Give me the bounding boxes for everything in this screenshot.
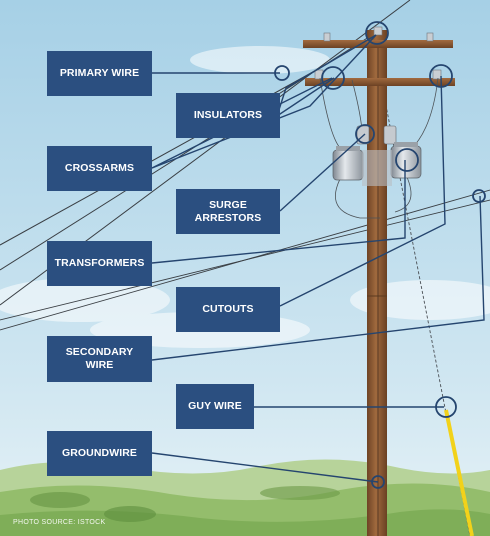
utility-pole <box>367 30 387 536</box>
label-cutouts: CUTOUTS <box>176 287 280 332</box>
label-transformers: TRANSFORMERS <box>47 241 152 286</box>
guy-wire-guard <box>444 409 474 536</box>
insulators <box>314 26 442 80</box>
label-surge-arrestors: SURGE ARRESTORS <box>176 189 280 234</box>
insulator-left-marker <box>321 66 345 90</box>
photo-credit: PHOTO SOURCE: ISTOCK <box>13 519 106 526</box>
insulator-right-marker <box>429 64 453 88</box>
secondary-wire-marker <box>472 189 486 203</box>
guy-wire-marker <box>435 396 457 418</box>
crossarm-top-marker <box>365 21 389 45</box>
label-secondary-wire: SECONDARY WIRE <box>47 336 152 382</box>
leader-lines <box>151 34 485 483</box>
callout-circles <box>274 21 486 489</box>
crossarm-lower <box>305 78 455 86</box>
groundwire-marker <box>371 475 385 489</box>
label-primary-wire: PRIMARY WIRE <box>47 51 152 96</box>
transformer-bracket <box>362 150 392 186</box>
label-guy-wire: GUY WIRE <box>176 384 254 429</box>
transformer-marker <box>395 148 419 172</box>
label-groundwire: GROUNDWIRE <box>47 431 152 476</box>
label-crossarms: CROSSARMS <box>47 146 152 191</box>
surge-arrestor-marker <box>355 124 375 144</box>
label-insulators: INSULATORS <box>176 93 280 138</box>
primary-wire-marker <box>274 65 290 81</box>
